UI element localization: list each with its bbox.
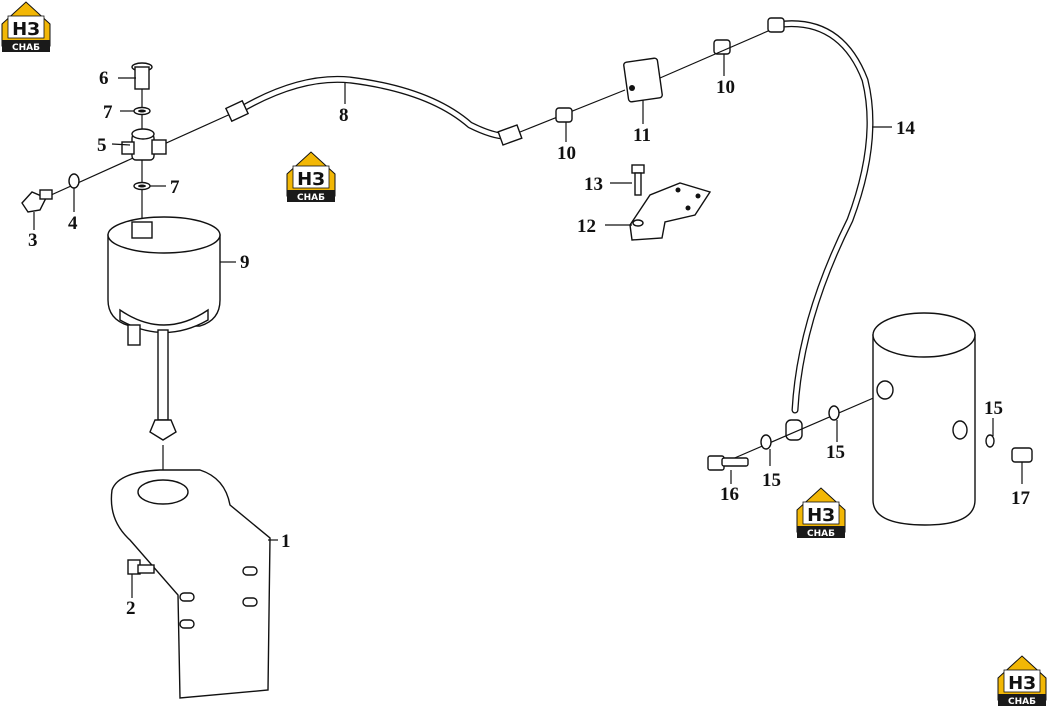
washer-part — [760, 434, 772, 450]
callout-17: 17 — [1011, 488, 1031, 509]
logo-sub-text: СНАБ — [807, 529, 835, 539]
hose-inner — [237, 77, 518, 139]
callout-8: 8 — [339, 105, 349, 126]
callout-2: 2 — [126, 598, 136, 619]
callout-13: 13 — [584, 174, 603, 195]
callout-12: 12 — [577, 216, 596, 237]
logo-main-text: НЗ — [807, 505, 835, 526]
callout-14: 14 — [896, 118, 916, 139]
callout-15-middle: 15 — [826, 442, 845, 463]
callout-15-left: 15 — [762, 470, 781, 491]
small-bracket-part — [629, 182, 712, 241]
drain-plug-part — [1011, 447, 1033, 463]
banjo-bolt-part — [131, 62, 153, 90]
washer-part — [68, 173, 80, 189]
hose-end-fitting — [767, 17, 785, 33]
callout-10-right: 10 — [716, 77, 735, 98]
logo-sub-text: СНАБ — [12, 43, 40, 53]
hose-end-fitting — [224, 99, 250, 123]
logo-main-text: НЗ — [1008, 673, 1036, 694]
logo-sub-text: СНАБ — [1008, 697, 1036, 707]
callout-10-left: 10 — [557, 143, 576, 164]
tee-fitting-part — [121, 128, 167, 161]
hose-axis-line — [659, 27, 776, 79]
air-reservoir-part — [107, 216, 221, 441]
callout-15-right: 15 — [984, 398, 1003, 419]
callout-16: 16 — [720, 484, 739, 505]
coupling-part-right — [713, 39, 731, 55]
brake-hose-14 — [771, 20, 874, 414]
callout-11: 11 — [633, 125, 651, 146]
callout-5: 5 — [97, 135, 107, 156]
washer-hole — [138, 184, 146, 188]
logo-main-text: НЗ — [12, 19, 40, 40]
hose-bolt-part — [707, 455, 749, 471]
callout-4: 4 — [68, 213, 78, 234]
washer-part — [828, 405, 840, 421]
callout-3: 3 — [28, 230, 38, 251]
callout-7-upper: 7 — [103, 102, 113, 123]
logo-sub-text: СНАБ — [297, 193, 325, 203]
air-tank-part — [872, 312, 976, 526]
hose-end-fitting — [497, 124, 523, 146]
washer-hole — [138, 109, 146, 113]
washer-part — [985, 434, 995, 448]
banjo-fitting-part — [785, 419, 803, 441]
pressure-sensor-part — [21, 189, 53, 213]
logo-main-text: НЗ — [297, 169, 325, 190]
logo-center-left: НЗ СНАБ — [286, 151, 336, 203]
screw-part — [631, 164, 645, 196]
logo-center-right: НЗ СНАБ — [796, 487, 846, 539]
tank-axis-line — [729, 392, 886, 461]
callout-6: 6 — [99, 68, 109, 89]
callout-1: 1 — [281, 531, 291, 552]
hose-inner — [772, 21, 873, 413]
coupling-part-left — [555, 107, 573, 123]
callout-9: 9 — [240, 252, 250, 273]
bolt-part — [127, 559, 155, 575]
logo-bottom-right: НЗ СНАБ — [997, 655, 1047, 707]
callout-7-lower: 7 — [170, 177, 180, 198]
connector-block-part — [623, 57, 663, 103]
logo-top-left: НЗ СНАБ — [1, 1, 51, 53]
mounting-bracket-part — [110, 469, 271, 699]
leader-lines — [33, 54, 1023, 598]
